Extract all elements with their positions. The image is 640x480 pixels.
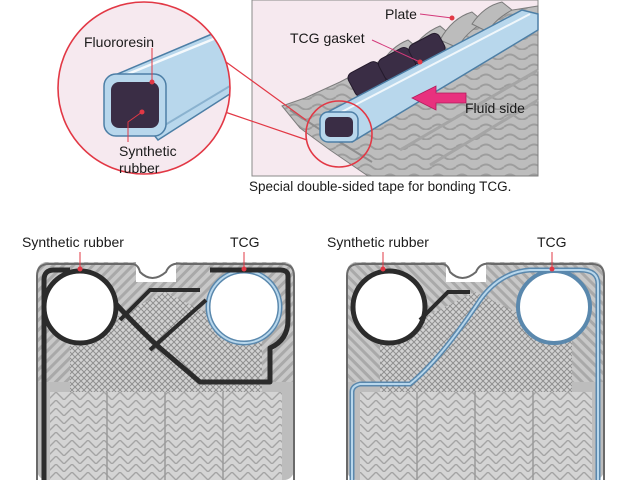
fluororesin-label: Fluororesin [84, 34, 154, 50]
zoom-connector-top [225, 61, 307, 121]
gasket-zoom-circle: Fluororesin Synthetic rubber [57, 1, 231, 176]
fluid-side-label: Fluid side [465, 100, 525, 116]
left-tcg-label: TCG [230, 234, 260, 250]
right-plate-figure: Synthetic rubber TCG [327, 234, 605, 480]
left-synthetic-rubber-label: Synthetic rubber [22, 234, 124, 250]
fluid-side-arrow [411, 85, 467, 111]
synthetic-rubber-zoom-leader [127, 111, 143, 142]
right-synthetic-rubber-label: Synthetic rubber [327, 234, 429, 250]
plate-leader [419, 13, 453, 19]
zoom-connector-bottom [224, 111, 308, 141]
tcg-gasket-label: TCG gasket [290, 30, 365, 46]
tcg-gasket-bar [319, 9, 539, 143]
left-tcg-dot [241, 266, 247, 272]
left-plate-figure: Synthetic rubber TCG [22, 234, 295, 480]
right-synthetic-rubber-dot [380, 266, 386, 272]
synthetic-rubber-zoom-label-2: rubber [119, 160, 160, 176]
plate-dot [449, 15, 455, 21]
left-synthetic-rubber-dot [77, 266, 83, 272]
right-tcg-dot [549, 266, 555, 272]
fluororesin-dot [149, 79, 155, 85]
synthetic-rubber-zoom-label-1: Synthetic [119, 143, 177, 159]
synthetic-rubber-zoom-dot [139, 109, 145, 115]
plate-label: Plate [385, 6, 417, 22]
tcg-gasket-leader [371, 39, 421, 63]
right-tcg-label: TCG [537, 234, 567, 250]
gasket-end-callout [305, 100, 373, 168]
gasket-cutaway-figure: Plate TCG gasket Fluid side Special doub… [249, 0, 539, 194]
tcg-gasket-dot [417, 59, 423, 65]
tape-caption: Special double-sided tape for bonding TC… [249, 179, 511, 194]
